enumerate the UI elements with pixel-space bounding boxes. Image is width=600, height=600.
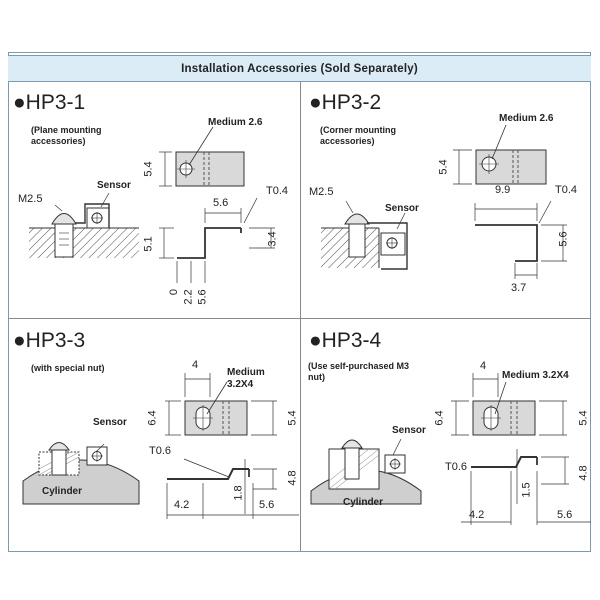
medium-label: Medium 3.2X4 [502, 370, 569, 381]
panel-hp3-2: ●HP3-2 (Corner mounting accessories) [301, 83, 591, 316]
thickness-label: T0.4 [555, 184, 578, 196]
panel-title: ●HP3-1 [13, 91, 86, 114]
dim-height: 5.4 [142, 161, 155, 177]
cylinder-label: Cylinder [343, 497, 384, 508]
dim-height: 6.4 [146, 410, 159, 426]
bracket-profile [167, 468, 249, 480]
dim-x0: 0 [168, 288, 181, 296]
sensor-label: Sensor [392, 425, 426, 436]
dim-width: 9.9 [495, 184, 511, 196]
dim-right-height: 5.4 [577, 410, 590, 426]
sensor-label: Sensor [97, 180, 131, 191]
hp3-2-drawing [321, 124, 567, 279]
dim-width: 4 [192, 359, 199, 371]
dim-right-width: 5.6 [259, 499, 275, 511]
panel-hp3-3: ●HP3-3 (with special nut) [9, 319, 299, 552]
hp3-1-drawing [29, 126, 275, 283]
dim-top-width: 5.6 [213, 197, 229, 209]
dim-height: 6.4 [433, 410, 446, 426]
dim-width: 4 [480, 360, 487, 372]
sensor-label: Sensor [93, 417, 127, 428]
medium-label: Medium 3.2X4 [227, 367, 265, 390]
sensor-label: Sensor [385, 203, 419, 214]
panel-hp3-4: ●HP3-4 (Use self-purchased M3 nut) [301, 319, 591, 552]
dim-step: 1.5 [520, 482, 533, 498]
dim-x1: 2.2 [182, 289, 195, 305]
panel-hp3-1: ●HP3-1 (Plane mounting accessories) [9, 83, 299, 316]
bracket-profile [471, 456, 537, 468]
bracket-profile [177, 227, 241, 259]
thickness-label: T0.6 [445, 461, 468, 473]
panel-subtitle: (Plane mounting accessories) [31, 125, 102, 146]
panel-title: ●HP3-2 [309, 91, 382, 114]
dim-left-width: 4.2 [174, 499, 190, 511]
dim-right-height-2: 4.8 [577, 465, 590, 481]
dim-right-height-2: 4.8 [286, 470, 299, 486]
vertical-divider [300, 82, 301, 551]
panel-title: ●HP3-4 [309, 329, 382, 352]
thickness-label: T0.4 [266, 185, 289, 197]
screw-label: M2.5 [309, 186, 334, 198]
table-header: Installation Accessories (Sold Separatel… [8, 55, 591, 82]
dim-right-height: 3.4 [266, 231, 279, 247]
panel-title: ●HP3-3 [13, 329, 86, 352]
panel-subtitle: (Corner mounting accessories) [320, 125, 396, 146]
dim-x2: 5.6 [196, 289, 209, 305]
mounting-surface [29, 228, 139, 258]
medium-label: Medium 2.6 [208, 117, 263, 128]
dim-right-width: 5.6 [557, 509, 573, 521]
horizontal-divider [8, 318, 591, 319]
dim-right-height: 5.6 [557, 231, 570, 247]
dim-left-height: 5.1 [142, 236, 155, 252]
hp3-4-drawing [310, 373, 591, 525]
dim-bottom: 3.7 [511, 282, 527, 294]
dim-height: 5.4 [437, 159, 450, 175]
dim-right-height: 5.4 [286, 410, 299, 426]
panel-subtitle: (Use self-purchased M3 nut) [308, 361, 410, 382]
dim-step: 1.8 [232, 485, 245, 501]
screw-label: M2.5 [18, 193, 43, 205]
medium-label: Medium 2.6 [499, 113, 554, 124]
bracket-profile [475, 224, 538, 262]
dim-left-width: 4.2 [469, 509, 485, 521]
hp3-3-drawing [22, 373, 299, 519]
cylinder-label: Cylinder [42, 486, 83, 497]
thickness-label: T0.6 [149, 445, 172, 457]
panel-subtitle: (with special nut) [31, 363, 105, 373]
header-title: Installation Accessories (Sold Separatel… [181, 62, 418, 75]
